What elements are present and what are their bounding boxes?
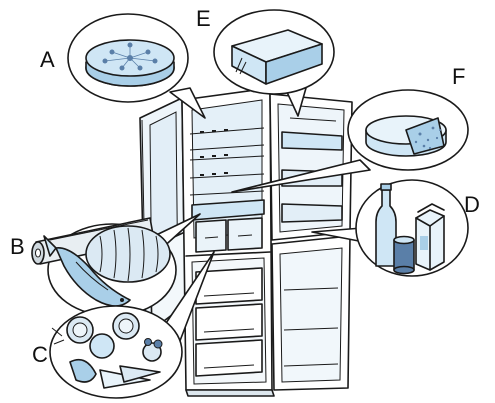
callout-e: E bbox=[196, 6, 335, 117]
fish-icon bbox=[43, 235, 131, 307]
shelf-rails bbox=[200, 129, 228, 176]
callout-d: D bbox=[311, 179, 480, 277]
fridge-body bbox=[181, 87, 275, 397]
label-f: F bbox=[452, 64, 465, 89]
fridge-freezer bbox=[139, 87, 353, 397]
label-c: C bbox=[32, 342, 48, 367]
milk-carton-icon bbox=[415, 203, 445, 271]
jar-icon bbox=[393, 235, 415, 275]
butter-block-icon bbox=[231, 29, 323, 85]
label-b: B bbox=[10, 234, 25, 259]
callout-a: A bbox=[40, 13, 206, 119]
ice-tray-icon bbox=[85, 39, 175, 87]
callout-f: F bbox=[231, 64, 469, 193]
vegetables-icon bbox=[51, 312, 163, 389]
label-a: A bbox=[40, 47, 55, 72]
label-d: D bbox=[464, 192, 480, 217]
label-e: E bbox=[196, 6, 211, 31]
callout-b: B bbox=[10, 213, 201, 317]
meat-joint-icon bbox=[85, 225, 171, 283]
cheese-wheel-icon bbox=[365, 115, 447, 157]
freezer-right-door bbox=[271, 235, 351, 391]
callout-c: C bbox=[32, 251, 215, 399]
